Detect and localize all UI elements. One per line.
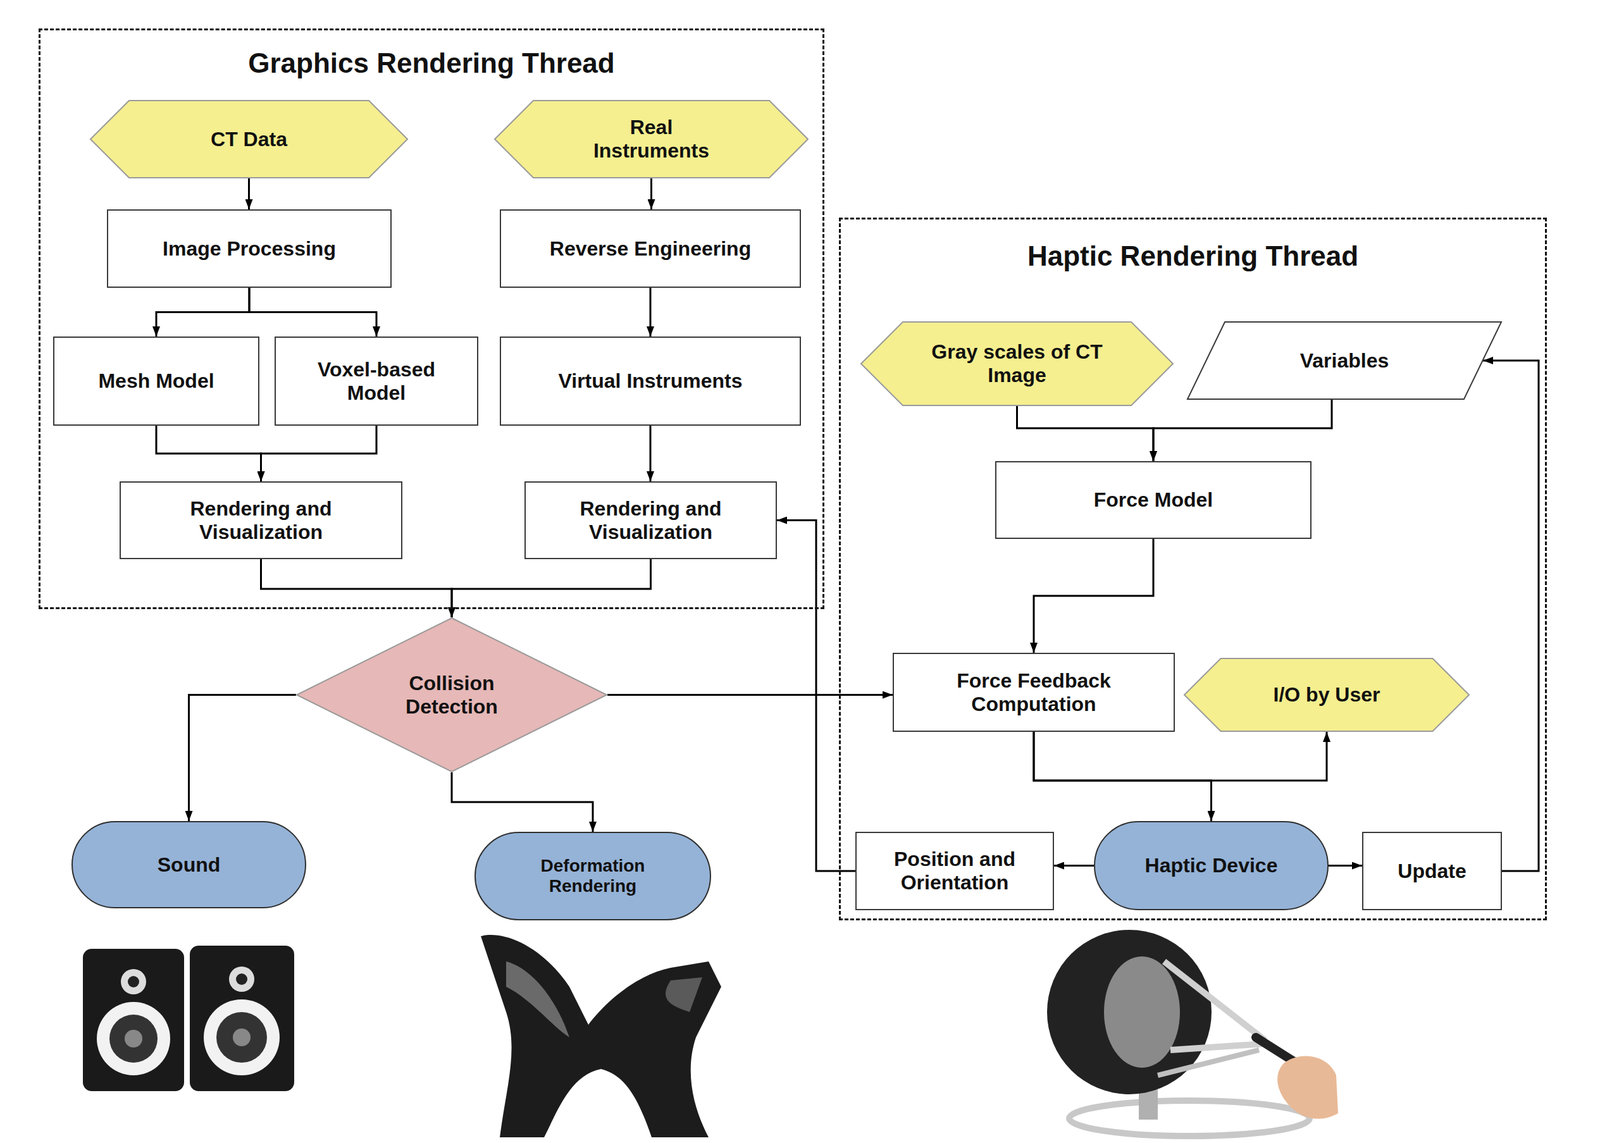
device-base (1069, 1100, 1310, 1137)
flow-arrow (1054, 864, 1094, 867)
speaker-woofer-cap (232, 1028, 251, 1047)
flow-arrow (649, 425, 652, 482)
flow-arrow (650, 178, 653, 210)
process-box: Force Feedback Computation (892, 652, 1175, 732)
bone-model (480, 935, 722, 1138)
flow-arrow (1017, 406, 1154, 462)
node-label: Update (1397, 859, 1466, 884)
data-hexagon: Gray scales of CT Image (860, 321, 1174, 407)
flow-arrow (1482, 360, 1539, 872)
haptic-device-picture (1047, 930, 1339, 1137)
node-label: Real Instruments (575, 115, 728, 163)
flow-arrow (189, 695, 297, 822)
flow-arrow (1328, 864, 1363, 867)
node-label: Gray scales of CT Image (922, 340, 1113, 388)
speaker-woofer (96, 1002, 171, 1076)
node-label: Sound (157, 853, 221, 877)
thread-region: Haptic Rendering ThreadGray scales of CT… (838, 217, 1547, 921)
input-parallelogram: Variables (1186, 321, 1502, 400)
data-hexagon: Real Instruments (494, 99, 809, 179)
bone-highlight (665, 977, 703, 1013)
flow-arrow (1033, 539, 1154, 653)
node-label: Voxel-based Model (300, 358, 453, 405)
flow-arrow (261, 425, 378, 482)
process-box: Virtual Instruments (499, 336, 801, 426)
decision-diamond: Collision Detection (296, 617, 608, 773)
flow-arrow (607, 694, 893, 696)
speaker-cabinet (82, 948, 185, 1092)
node-outline-shape (1187, 322, 1502, 400)
node-label: Mesh Model (98, 369, 214, 393)
process-box: Rendering and Visualization (524, 481, 777, 560)
process-box: Reverse Engineering (499, 209, 801, 288)
node-label: Force Model (1093, 488, 1213, 512)
deformation-picture (480, 935, 722, 1138)
thread-region: Graphics Rendering Thread CT Data Real Ins… (38, 28, 825, 610)
node-label: Rendering and Visualization (562, 497, 740, 545)
output-terminal: Haptic Device (1093, 821, 1329, 911)
data-hexagon: CT Data (89, 99, 409, 179)
node-outline-shape (296, 618, 607, 772)
speaker-cabinet (189, 945, 295, 1092)
process-box: Image Processing (106, 209, 392, 288)
flow-arrow (776, 520, 856, 872)
device-hub (1103, 956, 1180, 1068)
process-box: Mesh Model (53, 336, 260, 426)
speakers-picture (82, 945, 295, 1092)
node-label: Haptic Device (1145, 854, 1278, 878)
process-box: Force Model (995, 461, 1312, 540)
thread-title: Haptic Rendering Thread (840, 241, 1545, 272)
node-label: Position and Orientation (872, 847, 1037, 895)
flow-arrow (249, 287, 377, 337)
flow-arrow (451, 772, 593, 832)
node-outline-shape (861, 322, 1173, 406)
speaker-tweeter-center (127, 976, 140, 988)
flow-arrow (156, 425, 262, 482)
node-label: Collision Detection (382, 671, 522, 719)
flow-arrow (1033, 731, 1327, 781)
node-label: Virtual Instruments (558, 369, 743, 393)
process-box: Rendering and Visualization (119, 481, 403, 560)
node-label: Deformation Rendering (520, 855, 666, 897)
flow-arrow (1153, 399, 1332, 462)
node-outline-shape (494, 100, 808, 178)
speaker-woofer-cap (124, 1029, 143, 1048)
thread-title: Graphics Rendering Thread (40, 48, 823, 79)
speaker-tweeter (120, 969, 147, 995)
node-label: Reverse Engineering (549, 237, 751, 261)
device-arm (1170, 1043, 1266, 1051)
bone-highlight (506, 961, 570, 1038)
process-box: Position and Orientation (855, 831, 1055, 911)
process-box: Update (1362, 831, 1502, 911)
node-label: Variables (1300, 349, 1390, 373)
output-terminal: Deformation Rendering (474, 831, 712, 921)
node-label: Image Processing (162, 237, 336, 261)
speaker-tweeter-center (235, 973, 248, 986)
device-arm (1157, 1050, 1259, 1076)
node-label: Force Feedback Computation (935, 669, 1132, 717)
node-outline-shape (1184, 658, 1470, 732)
speaker-woofer-cone (216, 1012, 267, 1063)
node-label: CT Data (210, 127, 288, 152)
node-label: Rendering and Visualization (172, 497, 350, 545)
user-hand (1277, 1056, 1339, 1120)
speaker-woofer-cone (109, 1014, 158, 1063)
process-box: Voxel-based Model (274, 336, 479, 426)
node-outline-shape (90, 100, 408, 178)
node-label: I/O by User (1273, 683, 1381, 707)
data-hexagon: I/O by User (1183, 657, 1470, 732)
speaker-woofer (203, 999, 280, 1076)
flow-arrow (1033, 731, 1212, 822)
flow-arrow (156, 287, 250, 337)
device-arm (1164, 961, 1266, 1041)
flow-arrow (649, 287, 652, 337)
flow-arrow (248, 178, 250, 210)
speaker-tweeter (229, 966, 255, 993)
output-terminal: Sound (71, 821, 307, 909)
